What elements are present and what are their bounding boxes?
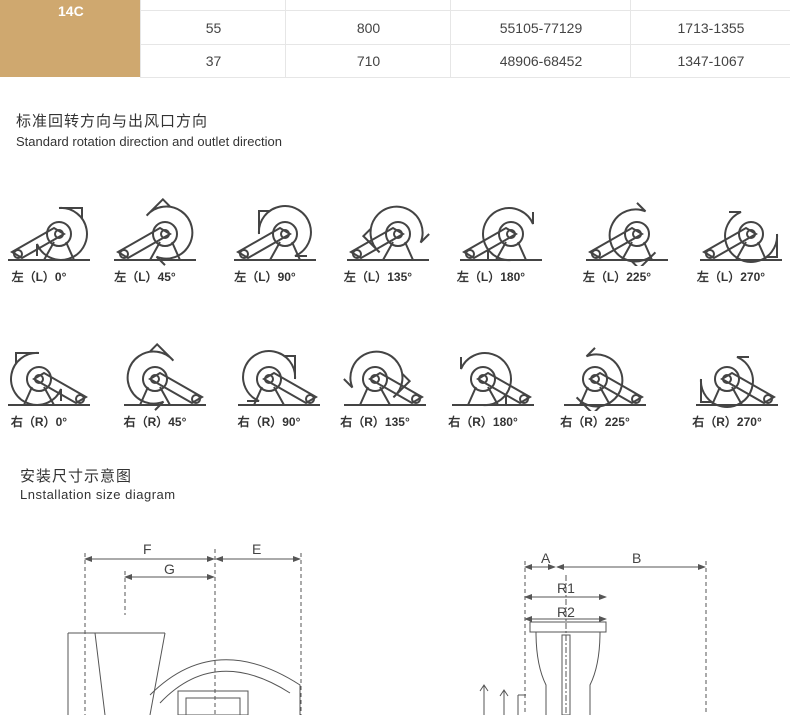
- fan-diagram-left-0: 左（L）0°: [4, 198, 104, 288]
- fan-label: 右（R）270°: [692, 415, 762, 429]
- fan-label: 左（L）135°: [343, 270, 413, 284]
- fan-glyph: [586, 202, 668, 266]
- fan-diagram-right-225: 右（R）225°: [560, 343, 660, 433]
- fan-diagram-left-270: 左（L）270°: [696, 198, 790, 288]
- dim-label-f: F: [143, 541, 152, 557]
- spec-table: 14C 55 800 55105-77129 1713-1355 37 710 …: [0, 0, 790, 78]
- fan-glyph: [343, 350, 426, 406]
- fan-diagram-right-180: 右（R）180°: [448, 343, 548, 433]
- fan-glyph: [347, 205, 430, 261]
- table-cell: 55105-77129: [450, 11, 631, 44]
- fan-glyph: [124, 343, 206, 411]
- fan-glyph: [234, 205, 316, 261]
- fan-label: 左（L）180°: [456, 270, 526, 284]
- fan-diagram-left-225: 左（L）225°: [582, 198, 682, 288]
- fan-glyph: [696, 356, 778, 408]
- fan-glyph: [564, 347, 646, 411]
- fan-diagram-right-270: 右（R）270°: [692, 343, 790, 433]
- install-title-cn: 安装尺寸示意图: [20, 468, 133, 485]
- fan-glyph: [452, 352, 534, 407]
- fan-label: 左（L）45°: [114, 270, 176, 284]
- fan-glyph: [460, 207, 542, 262]
- table-cell: 710: [285, 44, 451, 77]
- table-cell: 800: [285, 11, 451, 44]
- rotation-title-en: Standard rotation direction and outlet d…: [16, 134, 282, 149]
- dim-label-g: G: [164, 561, 175, 577]
- fan-glyph: [238, 350, 320, 406]
- fan-label: 右（R）135°: [340, 415, 410, 429]
- installation-diagram: F E G A B R1 R2: [0, 535, 790, 716]
- fan-glyph: [700, 211, 782, 263]
- fan-diagram-left-135: 左（L）135°: [343, 198, 443, 288]
- fan-label: 右（R）45°: [123, 415, 187, 429]
- table-row: 55 800 55105-77129 1713-1355: [140, 11, 790, 45]
- dim-label-b: B: [632, 550, 641, 566]
- dim-label-r1: R1: [557, 580, 575, 596]
- fan-label: 左（L）225°: [582, 270, 652, 284]
- fan-diagram-right-45: 右（R）45°: [120, 343, 220, 433]
- fan-diagram-left-45: 左（L）45°: [110, 198, 210, 288]
- table-cell: 1713-1355: [630, 11, 790, 44]
- fan-label: 右（R）90°: [237, 415, 301, 429]
- fan-label: 左（L）90°: [234, 270, 296, 284]
- fan-label: 左（L）0°: [11, 270, 67, 284]
- fan-diagram-left-180: 左（L）180°: [456, 198, 556, 288]
- table-cell: 37: [140, 44, 286, 77]
- fan-label: 右（R）180°: [448, 415, 518, 429]
- fan-glyph: [8, 351, 90, 406]
- dim-label-a: A: [541, 550, 551, 566]
- installation-drawing: F E G A B R1 R2: [67, 541, 707, 716]
- dim-label-r2: R2: [557, 604, 575, 620]
- table-row: 37 710 48906-68452 1347-1067: [140, 44, 790, 78]
- fan-diagram-right-90: 右（R）90°: [234, 343, 334, 433]
- fan-label: 左（L）270°: [696, 270, 766, 284]
- fan-diagram-left-90: 左（L）90°: [230, 198, 330, 288]
- model-cell: 14C: [0, 0, 140, 77]
- dim-label-e: E: [252, 541, 261, 557]
- rotation-title-cn: 标准回转方向与出风口方向: [16, 113, 209, 130]
- table-row-partial: [140, 0, 790, 11]
- fan-diagram-right-135: 右（R）135°: [340, 343, 440, 433]
- fan-glyph: [114, 198, 196, 266]
- fan-label: 右（R）225°: [560, 415, 630, 429]
- install-title-en: Lnstallation size diagram: [20, 487, 176, 502]
- fan-label: 右（R）0°: [10, 415, 68, 429]
- fan-diagram-right-0: 右（R）0°: [4, 343, 104, 433]
- table-cell: 48906-68452: [450, 44, 631, 77]
- table-cell: 1347-1067: [630, 44, 790, 77]
- fan-glyph: [8, 206, 90, 261]
- model-label: 14C: [58, 3, 84, 19]
- table-cell: 55: [140, 11, 286, 44]
